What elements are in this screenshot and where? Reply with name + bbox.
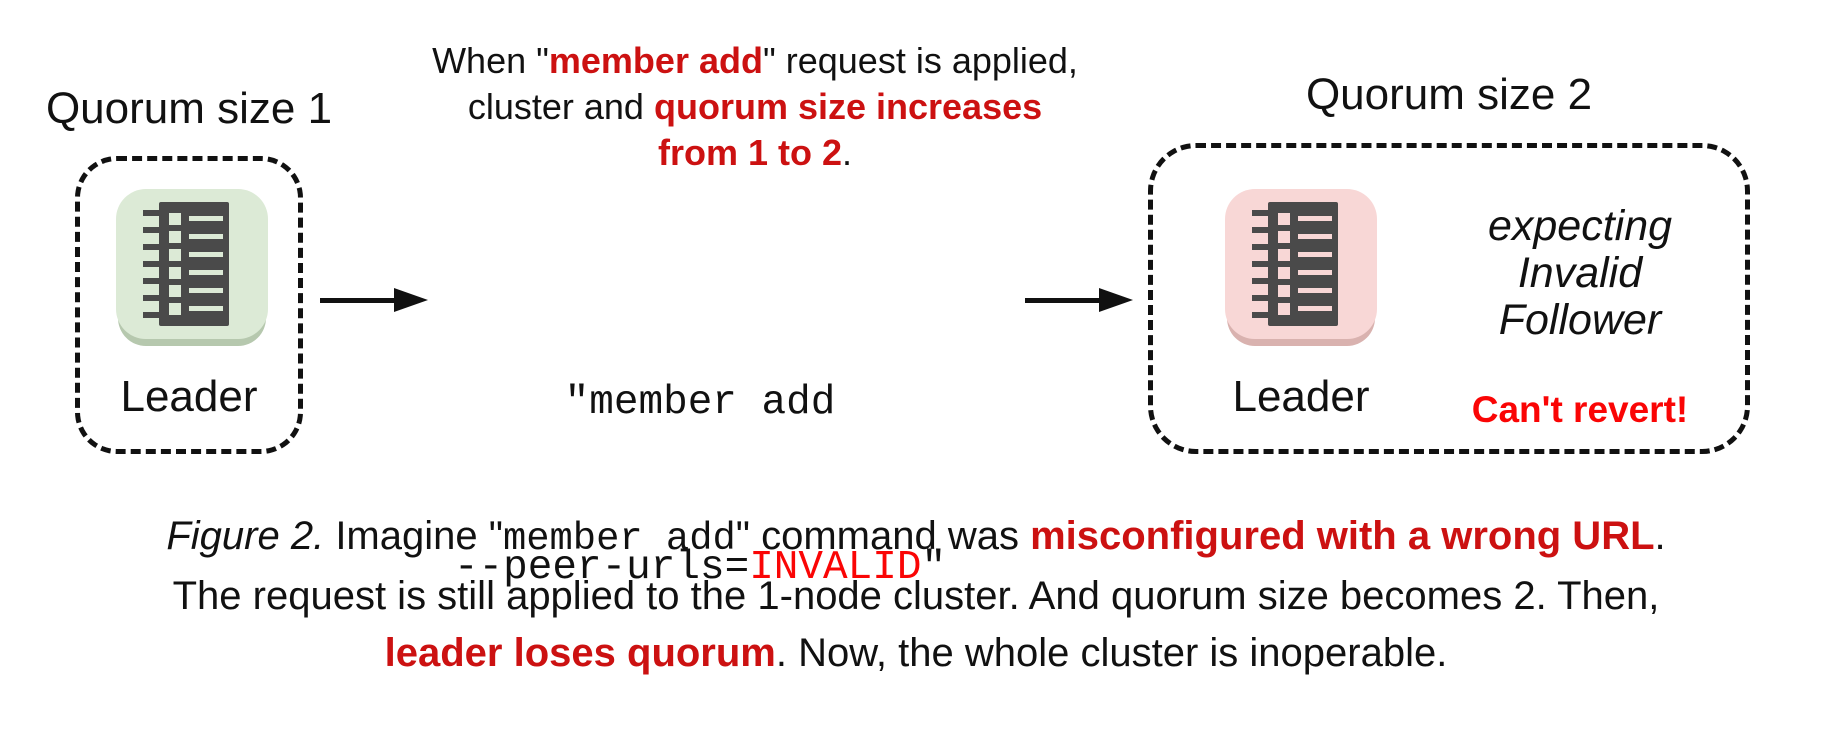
caption-line: The request is still applied to the 1-no… bbox=[172, 574, 1660, 618]
caption-line: leader loses quorum. Now, the whole clus… bbox=[384, 631, 1448, 675]
right-arrow-icon bbox=[1025, 288, 1133, 312]
arrow-head bbox=[394, 288, 428, 312]
heading-line: from 1 to 2. bbox=[657, 132, 853, 173]
left-cluster-title: Quorum size 1 bbox=[45, 84, 333, 133]
leader-node-green bbox=[116, 189, 268, 339]
figure-caption: Figure 2. Imagine "member add" command w… bbox=[0, 508, 1832, 682]
left-quorum-box bbox=[75, 156, 303, 454]
leader-node-pink bbox=[1225, 189, 1377, 339]
caption-line: Figure 2. Imagine "member add" command w… bbox=[166, 514, 1666, 561]
server-list-icon bbox=[133, 200, 251, 328]
right-leader-label: Leader bbox=[1232, 372, 1370, 421]
left-leader-label: Leader bbox=[120, 372, 258, 421]
heading-line: cluster and quorum size increases bbox=[467, 86, 1043, 127]
member-add-command: "member add --peer-urls=INVALID" bbox=[400, 266, 1000, 706]
right-arrow-icon bbox=[320, 288, 428, 312]
right-quorum-box bbox=[1148, 143, 1750, 454]
heading-line: When "member add" request is applied, bbox=[432, 40, 1078, 81]
transition-heading: When "member add" request is applied, cl… bbox=[405, 38, 1105, 176]
right-cluster-title: Quorum size 2 bbox=[1305, 70, 1593, 119]
arrow-shaft bbox=[1025, 297, 1099, 303]
note-line: Invalid bbox=[1517, 249, 1643, 297]
command-line: "member add bbox=[564, 380, 836, 426]
arrow-shaft bbox=[320, 297, 394, 303]
arrow-head bbox=[1099, 288, 1133, 312]
note-line: expecting bbox=[1487, 202, 1673, 250]
expecting-invalid-follower-note: expecting Invalid Follower bbox=[1415, 203, 1745, 344]
command-line: --peer-urls=INVALID" bbox=[453, 545, 947, 591]
note-line: Follower bbox=[1498, 296, 1662, 344]
cant-revert-warning: Can't revert! bbox=[1471, 389, 1689, 430]
server-list-icon bbox=[1242, 200, 1360, 328]
